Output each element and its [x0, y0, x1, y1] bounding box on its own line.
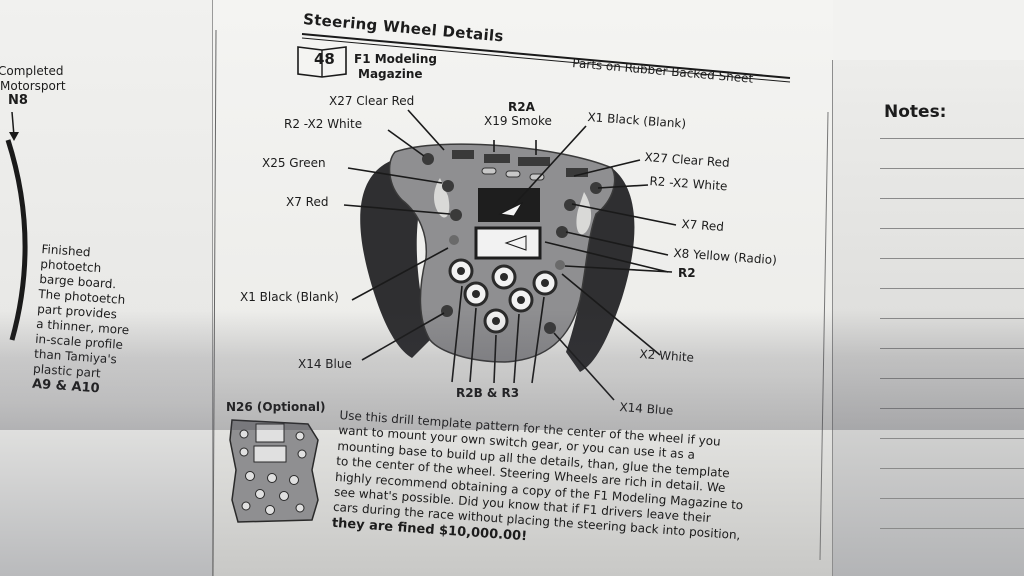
led-left: [452, 150, 474, 159]
light-1: [481, 167, 497, 175]
header-rule-thin: [301, 37, 791, 83]
light-2: [505, 170, 521, 178]
callout-r2a: R2A: [508, 100, 535, 114]
note-rule: [880, 378, 1024, 379]
book-icon: [297, 46, 347, 78]
note-rule: [880, 408, 1024, 409]
note-rule: [880, 258, 1024, 259]
callout-x19: X19 Smoke: [484, 114, 552, 128]
right-paddle-cutout: [576, 192, 592, 235]
callout-x14-left: X14 Blue: [298, 357, 352, 371]
note-rule: [880, 318, 1024, 319]
callout-x7-right: X7 Red: [681, 217, 725, 234]
callout-r2: R2: [678, 266, 696, 280]
callout-x25: X25 Green: [262, 156, 326, 170]
note-rule: [880, 228, 1024, 229]
barge-board-note: Finished photoetch barge board. The phot…: [32, 242, 152, 399]
completed-label: Completed: [0, 64, 64, 78]
note-rule: [880, 198, 1024, 199]
n8-code: N8: [8, 93, 28, 108]
motorsport-label: Motorsport: [0, 79, 66, 93]
button-x8: [556, 226, 568, 238]
button-x25: [442, 180, 454, 192]
barge-board-arc: [5, 139, 28, 341]
button-x7-left: [450, 209, 462, 221]
button-x14-left: [441, 305, 453, 317]
note-rule: [880, 348, 1024, 349]
display-upper: [478, 188, 540, 222]
n8-arrowhead: [9, 132, 19, 141]
button-x14-right: [544, 322, 556, 334]
note-rule: [880, 528, 1024, 529]
n26-label: N26 (Optional): [226, 400, 326, 414]
notes-title: Notes:: [884, 102, 947, 122]
arrow-r2-display: [504, 235, 527, 251]
button-x27-left: [422, 153, 434, 165]
n26-template: [229, 419, 319, 523]
header-rule: [301, 33, 791, 79]
note-rule: [880, 438, 1024, 439]
note-rule: [880, 498, 1024, 499]
callout-r2b-r3: R2B & R3: [456, 386, 520, 400]
left-paddle-cutout: [434, 178, 450, 218]
button-x7-right: [564, 199, 576, 211]
note-rule: [880, 288, 1024, 289]
callout-x1-left: X1 Black (Blank): [240, 290, 339, 304]
led-right: [566, 168, 588, 177]
led-center-right: [518, 157, 550, 166]
note-rule: [880, 138, 1024, 139]
led-center-left: [484, 154, 510, 163]
magazine-number: 48: [314, 50, 335, 68]
note-rule: [880, 168, 1024, 169]
callout-x27-left: X27 Clear Red: [329, 94, 415, 108]
button-x1-left: [449, 235, 459, 245]
note-rule: [880, 468, 1024, 469]
callout-x7-left: X7 Red: [286, 195, 329, 209]
button-r2: [555, 260, 565, 270]
button-x27-right: [590, 182, 602, 194]
left-page: [0, 0, 215, 576]
arrow-x1-display: [498, 201, 524, 217]
page-fold-left: [212, 29, 217, 576]
callout-r2-x2-left: R2 -X2 White: [284, 117, 363, 131]
callout-lines: [343, 109, 677, 401]
rotary-knob-centers: [457, 267, 549, 325]
page-divider-right: [819, 111, 829, 561]
magazine-name-line2: Magazine: [358, 67, 423, 81]
magazine-name-line1: F1 Modeling: [354, 52, 437, 66]
